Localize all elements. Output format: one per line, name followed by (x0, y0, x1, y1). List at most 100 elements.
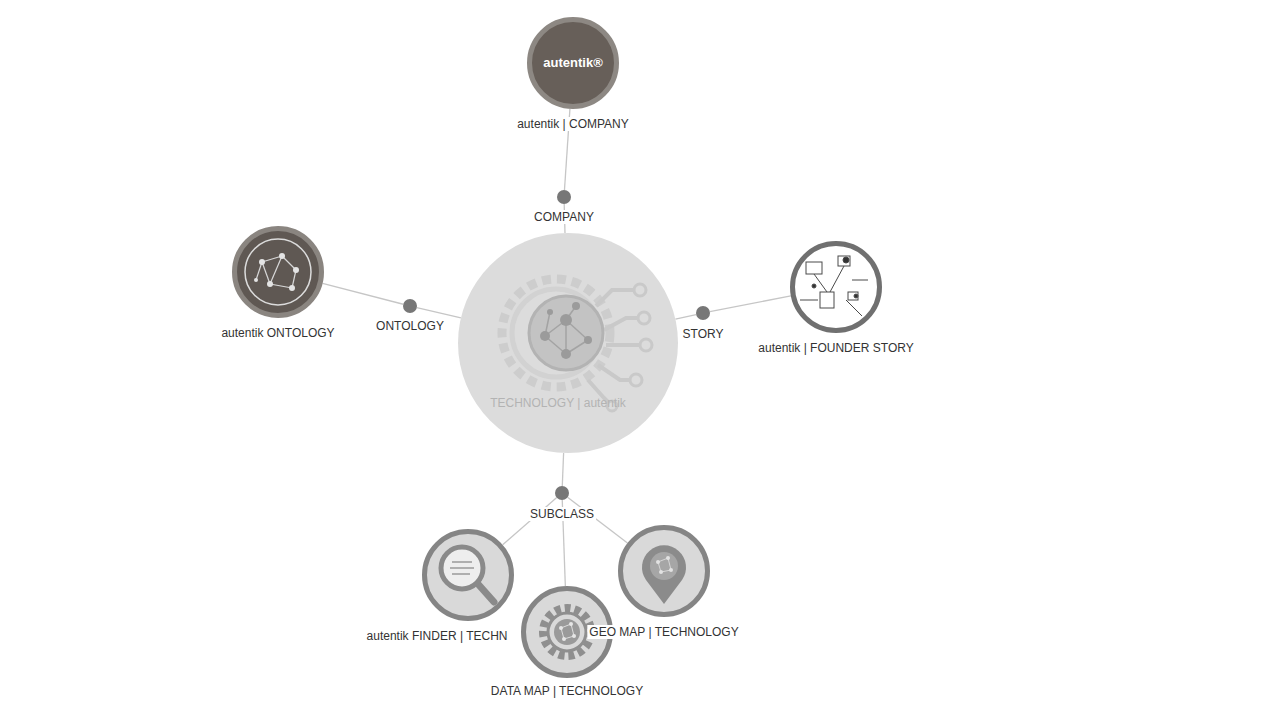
relation-dot-outline (403, 299, 417, 313)
ontology-icon-part-part (256, 262, 262, 280)
node-label: TECHNOLOGY | autentik (488, 396, 628, 410)
ontology-icon-part-part (267, 281, 273, 287)
technology-icon-part-part (565, 320, 567, 354)
ontology-icon-part-part (270, 256, 282, 284)
relation-dot: STORY (696, 306, 710, 320)
relation-dot-shape (557, 190, 571, 204)
geo-map-icon-part-part (666, 556, 670, 560)
technology-icon-part-part (584, 336, 592, 344)
data-map-icon-part-part (561, 624, 571, 628)
geo-map-icon-part (656, 556, 673, 574)
geo-map-icon-part-part (658, 558, 668, 562)
technology-icon-part (529, 296, 603, 370)
geo-map-icon-part (658, 558, 671, 572)
technology-circle-shape (458, 233, 678, 453)
ontology-icon-part-part (254, 278, 258, 282)
technology-icon-part (604, 318, 638, 330)
ontology-circle: autentik ONTOLOGY (232, 226, 324, 318)
data-map-icon-part-part (561, 628, 564, 639)
relation-dot-outline (557, 190, 571, 204)
data-map-icon-part-part (564, 636, 574, 639)
technology-icon-part-part (545, 336, 566, 354)
finder-circle-shape (425, 532, 512, 619)
relation-dot-shape (696, 306, 710, 320)
technology-icon-part-part (547, 309, 553, 315)
founder-sketch-part (854, 294, 858, 298)
ontology-icon-part-part (292, 270, 296, 288)
data-map-icon-part (548, 613, 586, 651)
connector-line (562, 453, 563, 486)
technology-icon-part-part (545, 320, 566, 336)
finder-icon-part (450, 562, 474, 574)
ontology-icon-part (245, 239, 311, 305)
technology-icon-part (540, 302, 592, 359)
node-label: GEO MAP | TECHNOLOGY (587, 625, 740, 639)
data-map-icon-part-part (571, 624, 574, 636)
ontology-icon-part (256, 256, 296, 288)
geo-map-icon (642, 545, 686, 604)
finder-icon (441, 547, 494, 602)
technology-icon-part (588, 380, 608, 402)
ontology-icon-part-part (293, 267, 299, 273)
ontology-icon-part-part (289, 285, 295, 291)
relation-dot: ONTOLOGY (403, 299, 417, 313)
data-map-icon-part (554, 619, 580, 645)
ontology-circle-shape (235, 229, 322, 316)
node-label: DATA MAP | TECHNOLOGY (489, 684, 645, 698)
ontology-icon-part (254, 253, 299, 291)
founder-sketch (800, 256, 868, 316)
ontology-icon-part-part (270, 284, 292, 288)
data-map-icon (543, 608, 591, 656)
founder-sketch-part (838, 256, 850, 266)
geo-map-icon-part-part (661, 570, 671, 572)
company-circle-shape (530, 20, 617, 107)
technology-icon-part (502, 279, 610, 387)
geo-map-icon-part (642, 545, 686, 604)
data-map-icon-part-part (562, 637, 566, 641)
finder-circle-outline (422, 529, 514, 621)
finder-icon-part-part (452, 561, 472, 563)
data-map-icon-part-part (569, 622, 573, 626)
technology-icon-part-part (545, 312, 550, 336)
founder-sketch-part (848, 292, 858, 300)
ontology-icon-part-part (262, 262, 270, 284)
company-circle: autentik®autentik | COMPANY (527, 17, 619, 109)
geo-map-icon-part-part (656, 560, 660, 564)
geo-map-icon-part-part (669, 568, 673, 572)
relation-dot-shape (403, 299, 417, 313)
connector-line (675, 315, 696, 320)
ontology-circle-outline (232, 226, 324, 318)
geo-map-icon-part-part (659, 570, 663, 574)
logo-text: autentik® (541, 56, 604, 70)
finder-icon-part (441, 547, 483, 589)
founder-sketch-part (846, 300, 862, 316)
founder-sketch-part (843, 257, 849, 263)
data-map-icon-part-part (559, 626, 563, 630)
relation-dot: COMPANY (557, 190, 571, 204)
geo-map-circle-outline (618, 525, 710, 617)
founder-sketch-part (830, 266, 844, 292)
technology-icon-part (630, 374, 642, 386)
founder-sketch-part (806, 262, 822, 274)
node-label: autentik FINDER | TECHN (365, 629, 510, 643)
technology-circle: TECHNOLOGY | autentik (458, 233, 678, 453)
technology-icon-part (634, 284, 646, 296)
finder-circle: autentik FINDER | TECHN (422, 529, 514, 621)
founder-sketch-part (812, 284, 816, 288)
node-label: autentik | FOUNDER STORY (756, 341, 915, 355)
finder-icon-part (478, 584, 494, 602)
ontology-icon-part-part (282, 256, 296, 270)
node-label: STORY (681, 327, 726, 341)
technology-icon-part (512, 289, 600, 377)
technology-icon-part (606, 343, 640, 347)
founder-sketch-part (800, 300, 818, 301)
technology-icon-part-part (566, 306, 576, 320)
geo-map-circle-shape (621, 528, 708, 615)
node-label: SUBCLASS (528, 507, 596, 521)
ontology-icon-part-part (262, 256, 282, 262)
founder-circle-outline (790, 241, 882, 333)
technology-icon-part-part (566, 320, 588, 340)
founder-circle-shape (793, 244, 880, 331)
connector-line (710, 296, 791, 312)
